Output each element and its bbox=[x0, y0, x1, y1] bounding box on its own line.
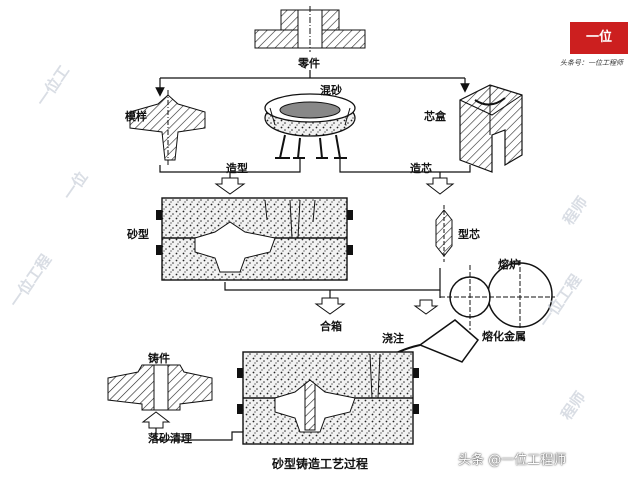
label-furnace: 熔炉 bbox=[498, 258, 520, 271]
label-molten-metal: 熔化金属 bbox=[482, 330, 526, 343]
label-core-box: 芯盒 bbox=[424, 110, 446, 123]
label-part: 零件 bbox=[298, 57, 320, 70]
label-casting: 铸件 bbox=[148, 352, 170, 365]
footer-watermark: 头条 @一位工程师 bbox=[458, 453, 567, 468]
molding-arrow bbox=[214, 177, 246, 195]
ladle-drawing bbox=[418, 319, 480, 363]
mid-connectors bbox=[159, 158, 471, 180]
core-box-drawing bbox=[459, 84, 523, 173]
part-drawing bbox=[254, 6, 366, 52]
shakeout-arrow bbox=[141, 411, 171, 429]
sand-mold-drawing bbox=[156, 197, 353, 281]
closing-connectors bbox=[224, 268, 441, 298]
pouring-arrow bbox=[413, 299, 439, 315]
sand-mixer-drawing bbox=[264, 93, 356, 159]
brand-logo: 一位 bbox=[570, 22, 628, 54]
core-drawing bbox=[435, 205, 453, 262]
label-pattern: 模样 bbox=[125, 110, 147, 123]
brand-subtitle: 头条号：一位工程师 bbox=[560, 59, 623, 67]
label-shakeout: 落砂清理 bbox=[148, 432, 192, 445]
furnace-drawing bbox=[440, 260, 555, 330]
assembled-mold-drawing bbox=[237, 351, 419, 445]
label-mold-closing: 合箱 bbox=[320, 320, 342, 333]
mold-closing-arrow bbox=[314, 297, 346, 315]
pattern-drawing bbox=[129, 90, 206, 165]
label-core-making: 造芯 bbox=[410, 162, 432, 175]
label-pouring: 浇注 bbox=[382, 332, 404, 345]
diagram-title: 砂型铸造工艺过程 bbox=[272, 457, 369, 471]
label-sand-mixing: 混砂 bbox=[320, 84, 342, 97]
core-making-arrow bbox=[425, 177, 455, 195]
shakeout-connector bbox=[155, 428, 243, 441]
label-sand-mold: 砂型 bbox=[127, 228, 149, 241]
casting-drawing bbox=[107, 364, 213, 411]
label-core: 型芯 bbox=[458, 228, 480, 241]
top-connectors bbox=[155, 70, 470, 97]
label-molding: 造型 bbox=[226, 162, 248, 175]
